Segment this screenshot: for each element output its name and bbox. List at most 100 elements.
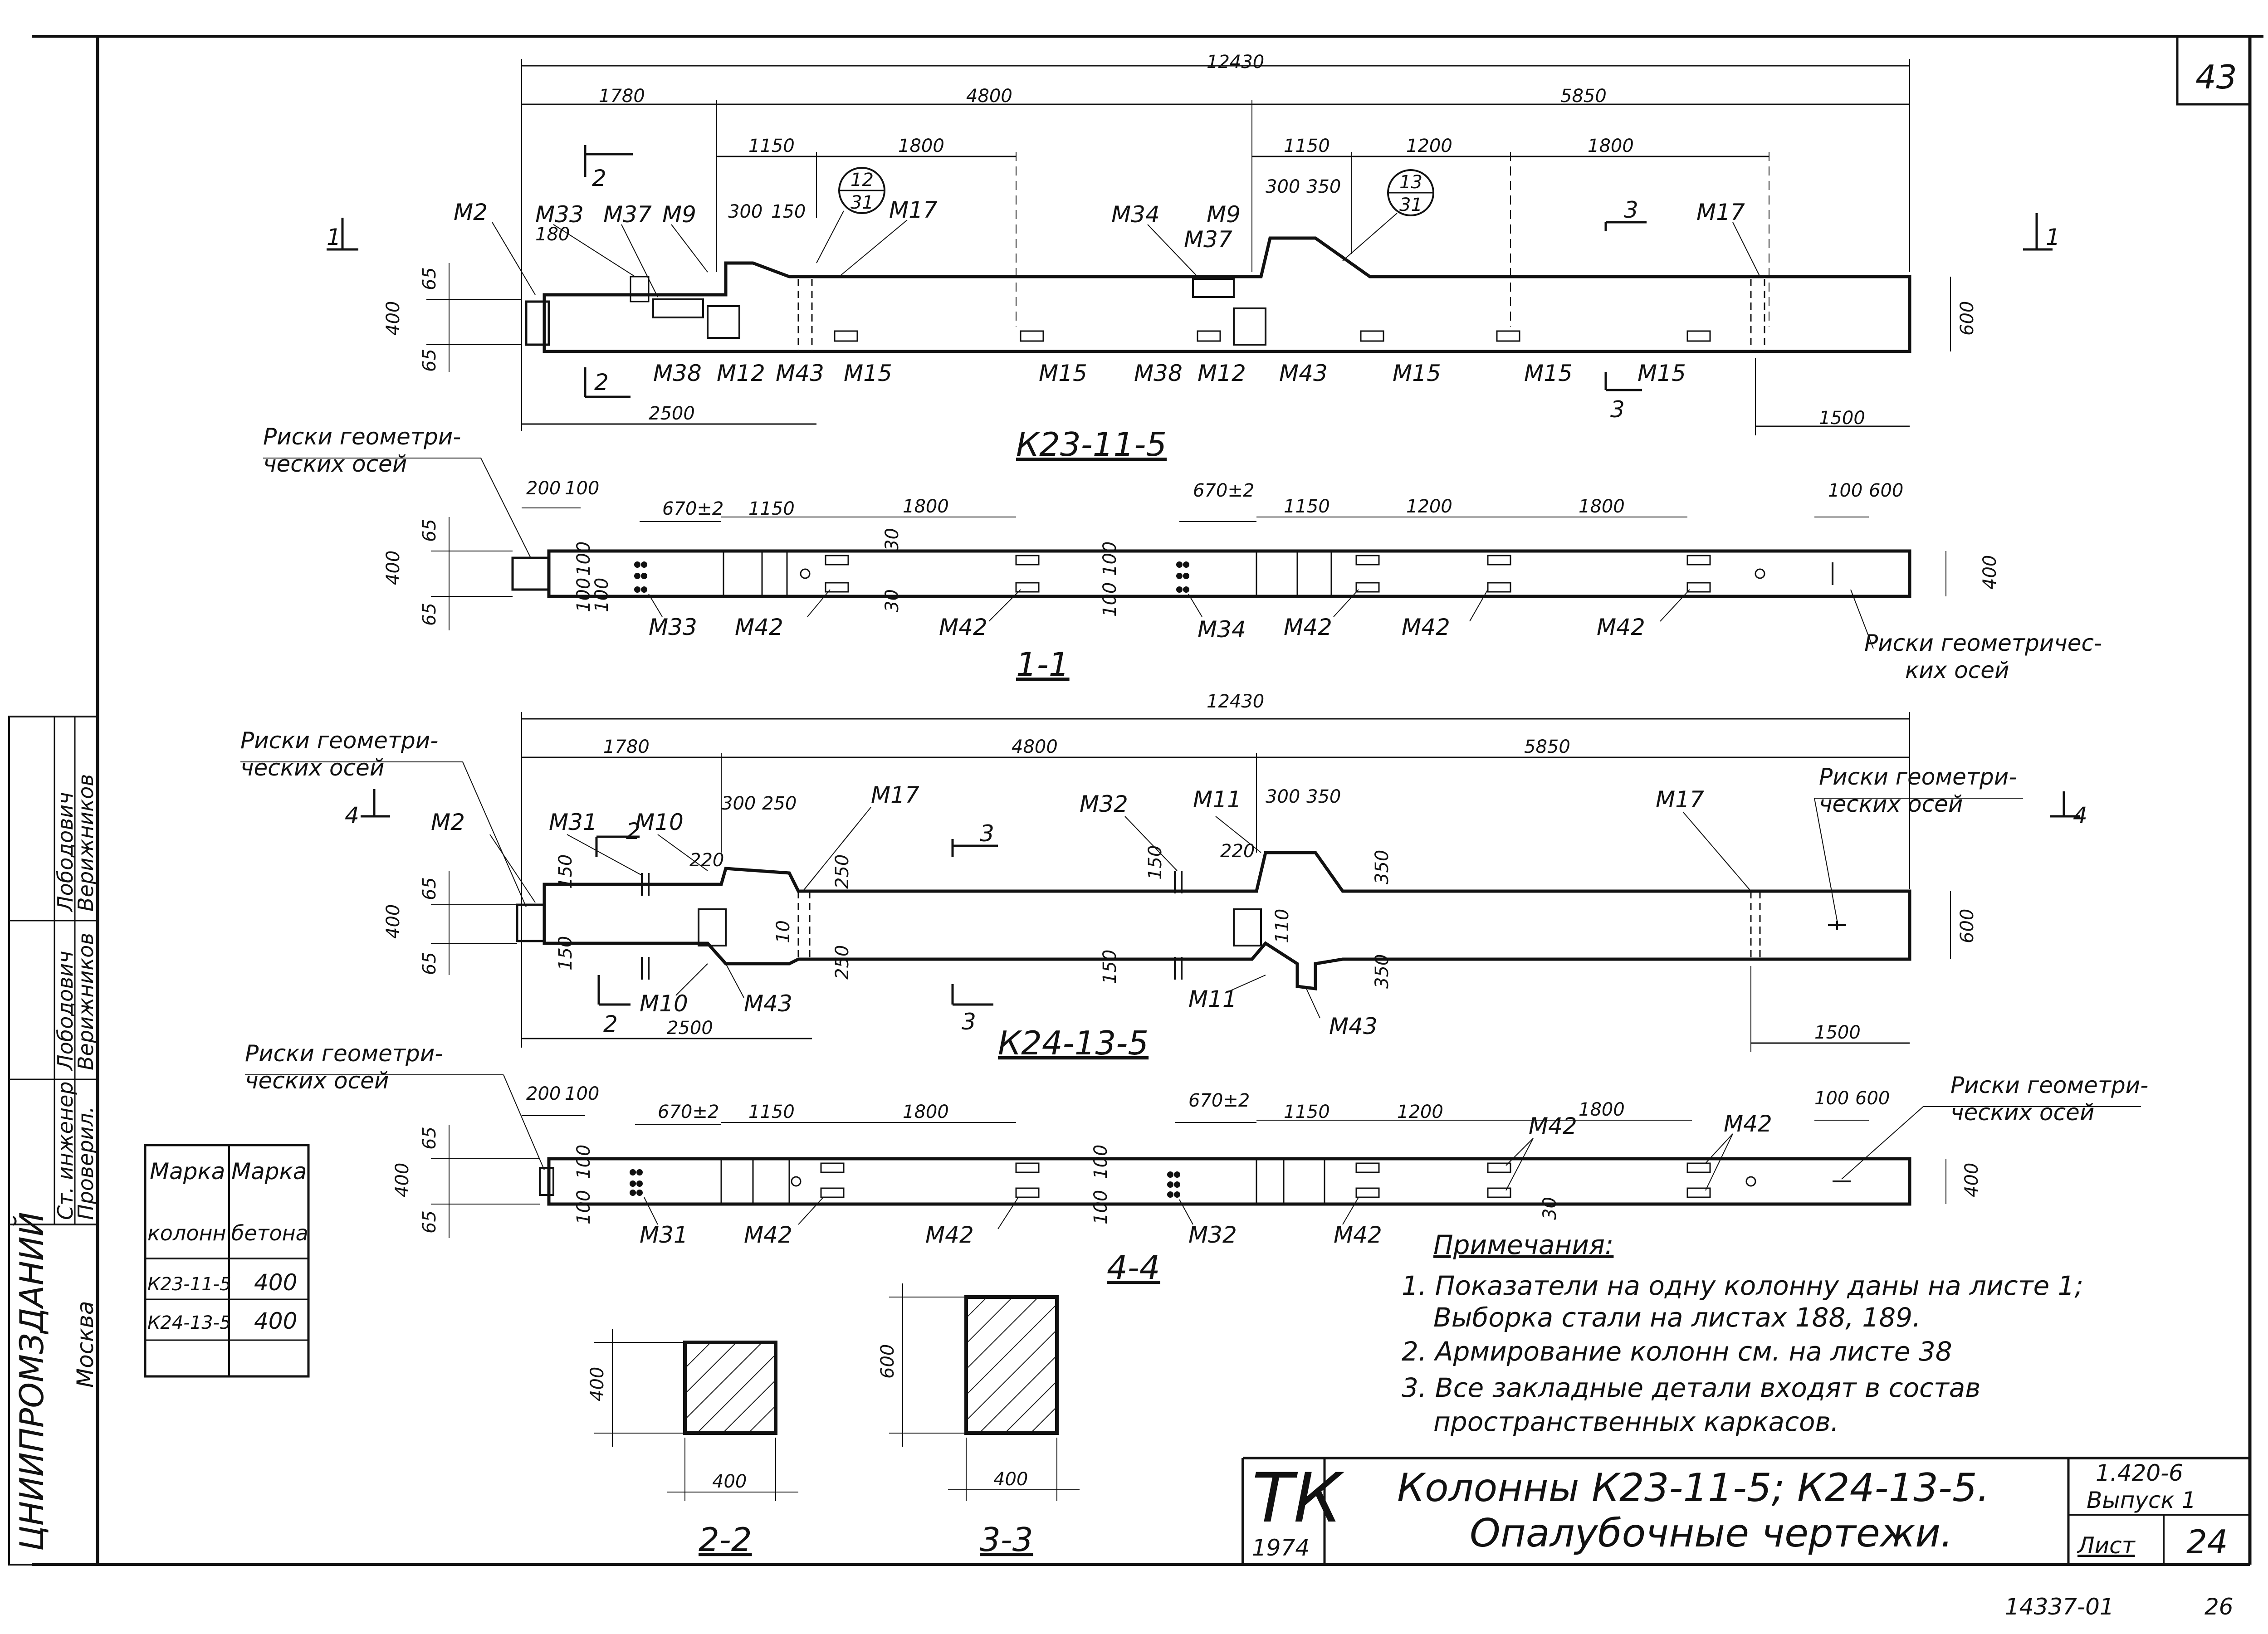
sheet-number: 43 — [2195, 58, 2237, 96]
k23-mark-m15c: М15 — [1393, 360, 1441, 386]
v11-view-label: 1-1 — [1016, 645, 1070, 683]
concrete-table-text: Марка колонн Марка бетона К23-11-5 400 К… — [147, 1158, 308, 1334]
k24-mark-m11a: М11 — [1193, 786, 1242, 813]
k24-sec-2b: 2 — [603, 1011, 618, 1037]
k23-mark-m15b: М15 — [1039, 360, 1087, 386]
table-h1-l2: колонн — [147, 1221, 226, 1245]
k23-mark-m43b: М43 — [1279, 360, 1328, 386]
k24-mark-m43b: М43 — [1329, 1013, 1378, 1039]
k23-mark-m38: М38 — [653, 360, 702, 386]
k23-mark-m15a: М15 — [844, 360, 892, 386]
sheet-value: 24 — [2186, 1523, 2228, 1561]
v11-dim-100: 100 — [565, 478, 599, 499]
k24-mark-m17a: М17 — [871, 782, 919, 808]
v44-dim-670a: 670±2 — [658, 1102, 719, 1122]
v44-inner-30: 30 — [1540, 1197, 1560, 1220]
notes: Примечания: 1. Показатели на одну колонн… — [1402, 1229, 2083, 1437]
k24-view-label: К24-13-5 — [998, 1024, 1149, 1062]
view-k23 — [327, 59, 2053, 435]
v11-dim-1800b: 1800 — [1579, 496, 1625, 517]
k23-dim-1150a: 1150 — [748, 136, 795, 156]
view-11-text: Риски геометри- ческих осей Риски геомет… — [263, 424, 2102, 683]
k23-mark-m9b: М9 — [1207, 201, 1241, 228]
k24-small-110: 110 — [1272, 909, 1293, 943]
concrete-table — [144, 1144, 310, 1378]
k24-dim-1500: 1500 — [1814, 1022, 1861, 1043]
v44-dim-1800a: 1800 — [903, 1102, 949, 1122]
k24-sec-3a: 3 — [980, 820, 994, 847]
k24-small-350: 350 — [1306, 786, 1341, 807]
v44-mark-m42a: М42 — [744, 1222, 792, 1248]
note-3a: 3. Все закладные детали входят в состав — [1402, 1372, 1980, 1403]
v44-dim-100: 100 — [565, 1083, 599, 1104]
tk-year: 1974 — [1252, 1535, 1310, 1561]
k24-geom-l1: Риски геометри- — [240, 727, 438, 754]
stamp-role2: Проверил. — [73, 1107, 98, 1220]
k23-mark-m33: М33 — [535, 201, 584, 228]
table-h1-l1: Марка — [150, 1158, 225, 1185]
k23-sec-1b: 1 — [2046, 224, 2060, 250]
v44-dim-1150a: 1150 — [748, 1102, 795, 1122]
s22-label: 2-2 — [699, 1521, 752, 1559]
k23-mark-m37: М37 — [603, 201, 652, 228]
k24-geom-r2: ческих осей — [1819, 791, 1963, 817]
k24-dim-left-65a: 65 — [419, 877, 440, 900]
k23-mark-m15d: М15 — [1524, 360, 1573, 386]
k24-small-300a: 300 — [721, 793, 756, 814]
k24-sec-4b: 4 — [2073, 802, 2087, 829]
k24-mark-m10b: М10 — [640, 990, 688, 1017]
k23-view-label: К23-11-5 — [1016, 425, 1167, 463]
view-k24 — [240, 712, 2080, 1052]
k24-small-250a: 250 — [762, 793, 797, 814]
k24-geom-l2: ческих осей — [240, 755, 384, 781]
v44-dim-1800b: 1800 — [1579, 1099, 1625, 1120]
v44-dim-left-400: 400 — [392, 1163, 413, 1197]
k24-dim-4800: 4800 — [1012, 737, 1058, 757]
v11-inner-100d: 100 — [1100, 582, 1120, 617]
note-3b: пространственных каркасов. — [1433, 1406, 1839, 1437]
view-k23-text: 12430 1780 4800 5850 1150 1800 1150 1200… — [327, 52, 2060, 463]
table-r2-col: К24-13-5 — [147, 1312, 231, 1333]
stamp-city: Москва — [72, 1301, 98, 1388]
v44-mark-m42d: М42 — [1529, 1113, 1577, 1139]
v44-view-label: 4-4 — [1107, 1249, 1160, 1287]
k24-dim-left-65b: 65 — [419, 952, 440, 975]
v44-mark-m42c: М42 — [1334, 1222, 1382, 1248]
v11-geom-r2: ких осей — [1905, 657, 2009, 683]
k24-small-300b: 300 — [1266, 786, 1300, 807]
v11-mark-m42a: М42 — [735, 614, 783, 640]
v44-inner-100a: 100 — [573, 1145, 594, 1179]
v44-geom-l1: Риски геометри- — [245, 1040, 443, 1067]
stamp-bottom: 14337-01 — [2005, 1594, 2114, 1620]
v11-dim-1200: 1200 — [1406, 496, 1452, 517]
stamp-role1: Ст. инженер — [53, 1082, 78, 1220]
s33-h: 600 — [877, 1344, 898, 1379]
k23-mark-m38b: М38 — [1134, 360, 1183, 386]
k23-dim-5850: 5850 — [1560, 86, 1607, 107]
stamp-org: ЦНИИПРОМЗДАНИЙ — [13, 1212, 51, 1551]
k24-dim-right: 600 — [1957, 909, 1978, 943]
notes-heading: Примечания: — [1433, 1229, 1613, 1260]
k24-small-250c: 250 — [832, 945, 853, 980]
k24-dim-1780: 1780 — [603, 737, 650, 757]
k23-dim-2500: 2500 — [649, 403, 695, 424]
k24-dim-2500: 2500 — [667, 1018, 713, 1039]
v11-inner-30a: 30 — [882, 528, 903, 551]
k24-mark-m43a: М43 — [744, 990, 792, 1017]
k24-dim-5850: 5850 — [1524, 737, 1570, 757]
k23-dim-right: 600 — [1957, 301, 1978, 336]
v44-geom-r1: Риски геометри- — [1950, 1072, 2148, 1098]
note-1b: Выборка стали на листах 188, 189. — [1433, 1302, 1921, 1333]
k24-mark-m11b: М11 — [1188, 986, 1237, 1012]
v11-geom-l1: Риски геометри- — [263, 424, 461, 450]
v44-inner-100c: 100 — [1090, 1145, 1111, 1179]
v11-dim-200: 200 — [526, 478, 561, 499]
v11-dim-670b: 670±2 — [1193, 480, 1254, 501]
v44-geom-r2: ческих осей — [1950, 1099, 2094, 1126]
v44-dim-1200: 1200 — [1397, 1102, 1443, 1122]
view-44 — [245, 1074, 2141, 1238]
v11-geom-r1: Риски геометричес- — [1864, 630, 2102, 656]
k24-mark-m2: М2 — [431, 809, 465, 835]
v11-dim-right: 400 — [1980, 555, 2000, 590]
